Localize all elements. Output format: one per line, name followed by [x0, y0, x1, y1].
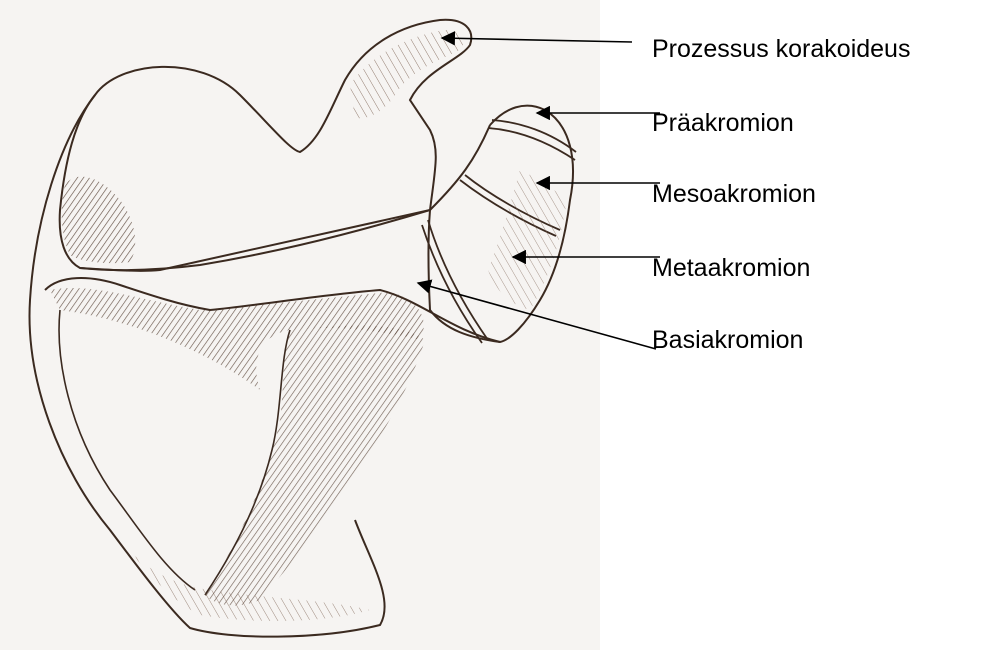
coracoid-shading [350, 30, 464, 118]
acromion-shading [488, 170, 566, 310]
basiakromion-label: Basiakromion [652, 328, 803, 353]
praeakromion-band [488, 120, 576, 160]
metaakromion-label: Metaakromion [652, 256, 810, 281]
supraspinous-shading [62, 177, 135, 264]
praeakromion-label: Präakromion [652, 111, 794, 136]
coracoid-label: Prozessus korakoideus [652, 37, 910, 62]
mesoakromion-label: Mesoakromion [652, 182, 816, 207]
